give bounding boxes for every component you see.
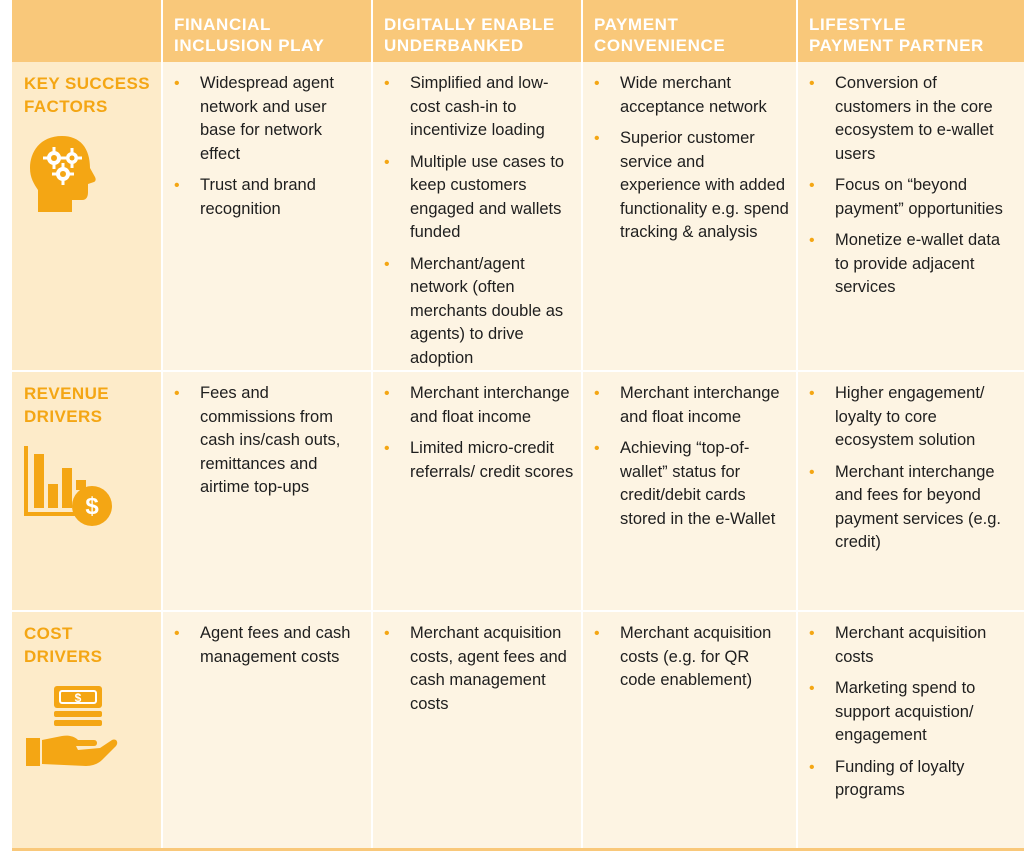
row-key-success-factors: KEY SUCCESS FACTORS [12, 62, 1024, 370]
column-divider [581, 62, 583, 848]
cell-financial-inclusion: Fees and commissions from cash ins/cash … [162, 372, 372, 610]
column-divider [796, 0, 798, 62]
list-item: Agent fees and cash management costs [174, 622, 364, 669]
cell-financial-inclusion: Widespread agent network and user base f… [162, 62, 372, 370]
bullet-list: Conversion of customers in the core ecos… [809, 72, 1016, 308]
list-item: Conversion of customers in the core ecos… [809, 72, 1016, 166]
row-label-cell: KEY SUCCESS FACTORS [12, 62, 162, 370]
list-item: Simplified and low-cost cash-in to incen… [384, 72, 574, 143]
list-item: Focus on “beyond payment” opportunities [809, 174, 1016, 221]
row-cost-drivers: COST DRIVERS $ Agent fees and cash manag… [12, 612, 1024, 848]
bullet-list: Merchant acquisition costs Marketing spe… [809, 622, 1016, 811]
bottom-rule [12, 848, 1024, 851]
row-label: KEY SUCCESS FACTORS [24, 74, 150, 116]
list-item: Merchant interchange and float income [384, 382, 574, 429]
list-item: Wide merchant acceptance network [594, 72, 789, 119]
bullet-list: Merchant acquisition costs, agent fees a… [384, 622, 574, 724]
bullet-list: Simplified and low-cost cash-in to incen… [384, 72, 574, 378]
cell-lifestyle-payment: Conversion of customers in the core ecos… [797, 62, 1024, 370]
list-item: Merchant acquisition costs, agent fees a… [384, 622, 574, 716]
list-item: Multiple use cases to keep customers eng… [384, 151, 574, 245]
svg-text:$: $ [75, 691, 82, 705]
list-item: Merchant acquisition costs (e.g. for QR … [594, 622, 789, 693]
row-divider [12, 610, 1024, 612]
list-item: Monetize e-wallet data to provide adjace… [809, 229, 1016, 300]
cell-payment-convenience: Merchant acquisition costs (e.g. for QR … [582, 612, 797, 848]
cell-lifestyle-payment: Higher engagement/ loyalty to core ecosy… [797, 372, 1024, 610]
list-item: Fees and commissions from cash ins/cash … [174, 382, 364, 500]
row-revenue-drivers: REVENUE DRIVERS $ Fees and commissions f… [12, 372, 1024, 610]
list-item: Marketing spend to support acquistion/ e… [809, 677, 1016, 748]
column-header-label: DIGITALLY ENABLE UNDERBANKED [384, 15, 555, 55]
header-corner-cell [12, 0, 162, 62]
column-header-label: PAYMENT CONVENIENCE [594, 15, 726, 55]
column-header-financial-inclusion: FINANCIAL INCLUSION PLAY [162, 0, 372, 62]
bullet-list: Agent fees and cash management costs [174, 622, 364, 677]
cell-payment-convenience: Merchant interchange and float income Ac… [582, 372, 797, 610]
list-item: Funding of loyalty programs [809, 756, 1016, 803]
bullet-list: Merchant acquisition costs (e.g. for QR … [594, 622, 789, 701]
bar-chart-dollar-icon: $ [24, 446, 112, 526]
row-label-cell: REVENUE DRIVERS $ [12, 372, 162, 610]
bullet-list: Widespread agent network and user base f… [174, 72, 364, 229]
cell-payment-convenience: Wide merchant acceptance network Superio… [582, 62, 797, 370]
column-header-label: FINANCIAL INCLUSION PLAY [174, 15, 325, 55]
list-item: Limited micro-credit referrals/ credit s… [384, 437, 574, 484]
bullet-list: Fees and commissions from cash ins/cash … [174, 382, 364, 508]
list-item: Merchant interchange and float income [594, 382, 789, 429]
column-divider [161, 62, 163, 848]
bullet-list: Wide merchant acceptance network Superio… [594, 72, 789, 253]
cell-digitally-enable: Merchant interchange and float income Li… [372, 372, 582, 610]
column-header-digitally-enable: DIGITALLY ENABLE UNDERBANKED [372, 0, 582, 62]
list-item: Higher engagement/ loyalty to core ecosy… [809, 382, 1016, 453]
svg-text:$: $ [85, 493, 99, 520]
column-header-lifestyle-payment: LIFESTYLE PAYMENT PARTNER [797, 0, 1024, 62]
column-divider [371, 0, 373, 62]
list-item: Superior customer service and experience… [594, 127, 789, 245]
hand-cash-icon: $ [26, 686, 118, 766]
column-header-payment-convenience: PAYMENT CONVENIENCE [582, 0, 797, 62]
column-divider [161, 0, 163, 62]
header-row: FINANCIAL INCLUSION PLAY DIGITALLY ENABL… [12, 0, 1024, 62]
column-divider [581, 0, 583, 62]
list-item: Achieving “top-of-wallet” status for cre… [594, 437, 789, 531]
row-label-cell: COST DRIVERS $ [12, 612, 162, 848]
cell-lifestyle-payment: Merchant acquisition costs Marketing spe… [797, 612, 1024, 848]
column-header-label: LIFESTYLE PAYMENT PARTNER [809, 15, 984, 55]
row-label: COST DRIVERS [24, 624, 103, 666]
list-item: Widespread agent network and user base f… [174, 72, 364, 166]
list-item: Merchant acquisition costs [809, 622, 1016, 669]
cell-financial-inclusion: Agent fees and cash management costs [162, 612, 372, 848]
bullet-list: Merchant interchange and float income Ac… [594, 382, 789, 539]
bullet-list: Higher engagement/ loyalty to core ecosy… [809, 382, 1016, 563]
list-item: Merchant interchange and fees for beyond… [809, 461, 1016, 555]
row-label: REVENUE DRIVERS [24, 384, 109, 426]
column-divider [796, 62, 798, 848]
list-item: Merchant/agent network (often merchants … [384, 253, 574, 371]
row-divider [12, 370, 1024, 372]
cell-digitally-enable: Merchant acquisition costs, agent fees a… [372, 612, 582, 848]
cell-digitally-enable: Simplified and low-cost cash-in to incen… [372, 62, 582, 370]
bullet-list: Merchant interchange and float income Li… [384, 382, 574, 492]
column-divider [371, 62, 373, 848]
head-gears-icon [30, 136, 96, 212]
list-item: Trust and brand recognition [174, 174, 364, 221]
